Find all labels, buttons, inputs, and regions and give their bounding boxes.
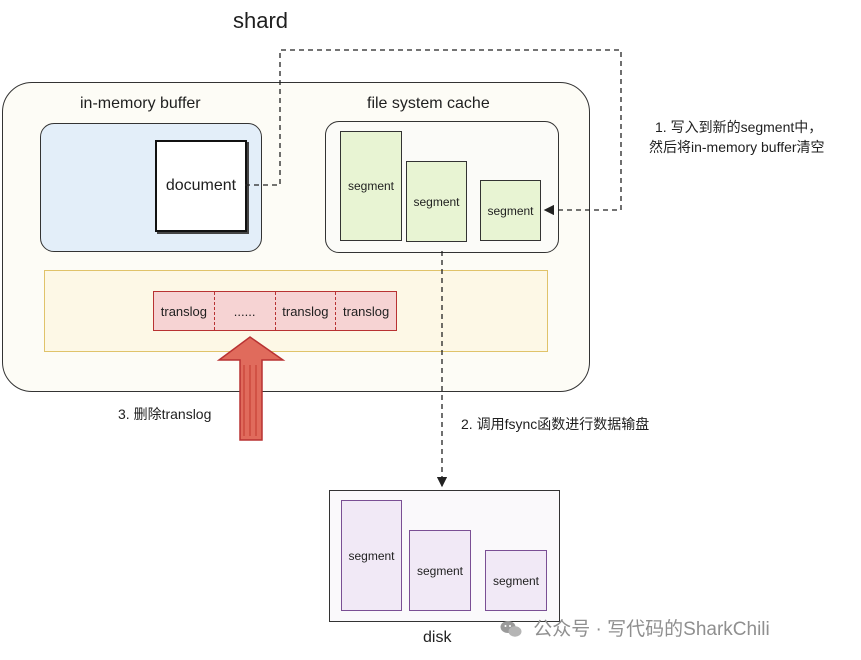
disk-segment-2-label: segment (416, 563, 464, 578)
cache-segment-2: segment (406, 161, 467, 242)
watermark: 公众号 · 写代码的SharkChili (500, 614, 770, 641)
document-node: document (155, 140, 247, 232)
disk-segment-2: segment (409, 530, 471, 611)
step3-note: 3. 删除translog (118, 406, 212, 422)
translog-bar: translog ...... translog translog (153, 291, 397, 331)
disk-segment-3-label: segment (492, 573, 540, 588)
wechat-icon (500, 621, 522, 637)
step1-note-line2: 然后将in-memory buffer清空 (649, 139, 825, 155)
step2-note: 2. 调用fsync函数进行数据输盘 (461, 416, 650, 432)
in-memory-buffer-title: in-memory buffer (80, 95, 201, 112)
cache-segment-1: segment (340, 131, 402, 241)
translog-cell-3: translog (343, 303, 390, 319)
disk-segment-1: segment (341, 500, 402, 611)
shard-title: shard (233, 8, 289, 33)
arrow-hatch (243, 365, 257, 436)
disk-title: disk (423, 629, 452, 646)
translog-cell-1: translog (154, 292, 215, 330)
document-label: document (165, 177, 237, 194)
disk-segment-3: segment (485, 550, 547, 611)
step1-note-line1: 1. 写入到新的segment中， (655, 119, 823, 135)
cache-segment-1-label: segment (347, 179, 395, 193)
file-system-cache-title: file system cache (367, 95, 490, 112)
translog-cell-ellipsis: ...... (215, 292, 276, 330)
cache-segment-2-label: segment (413, 194, 460, 209)
delete-translog-arrow (216, 336, 286, 441)
translog-cell-2: translog (276, 292, 337, 330)
watermark-text: 公众号 · 写代码的SharkChili (533, 619, 770, 640)
cache-segment-3: segment (480, 180, 541, 241)
cache-segment-3-label: segment (487, 203, 534, 218)
flush-arrow (245, 49, 622, 216)
disk-segment-1-label: segment (348, 548, 395, 563)
